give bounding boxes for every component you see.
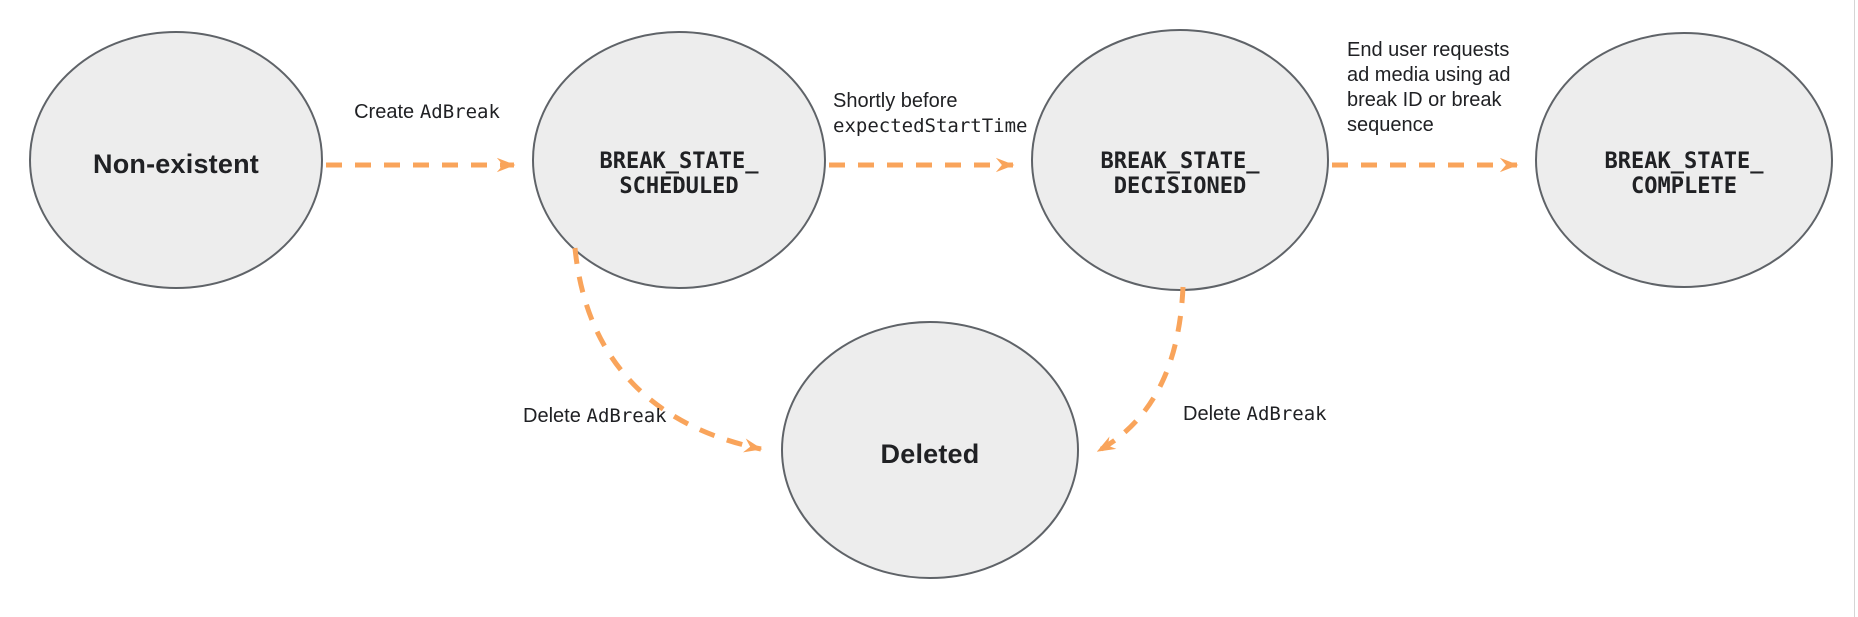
transition-delete-from-decisioned-arrow bbox=[1096, 286, 1186, 454]
transition-delete-from-scheduled-arrow bbox=[572, 247, 763, 453]
state-node-decisioned bbox=[1031, 29, 1329, 291]
state-node-nonexistent bbox=[29, 31, 323, 289]
transition-end-user-request-label: End user requests ad media using ad brea… bbox=[1347, 39, 1511, 136]
content-edge-divider bbox=[1854, 0, 1855, 617]
transition-expected-start-time-label: Shortly before expectedStartTime bbox=[833, 90, 1028, 137]
state-node-complete bbox=[1535, 32, 1833, 288]
state-node-scheduled bbox=[532, 31, 826, 289]
state-node-deleted bbox=[781, 321, 1079, 579]
